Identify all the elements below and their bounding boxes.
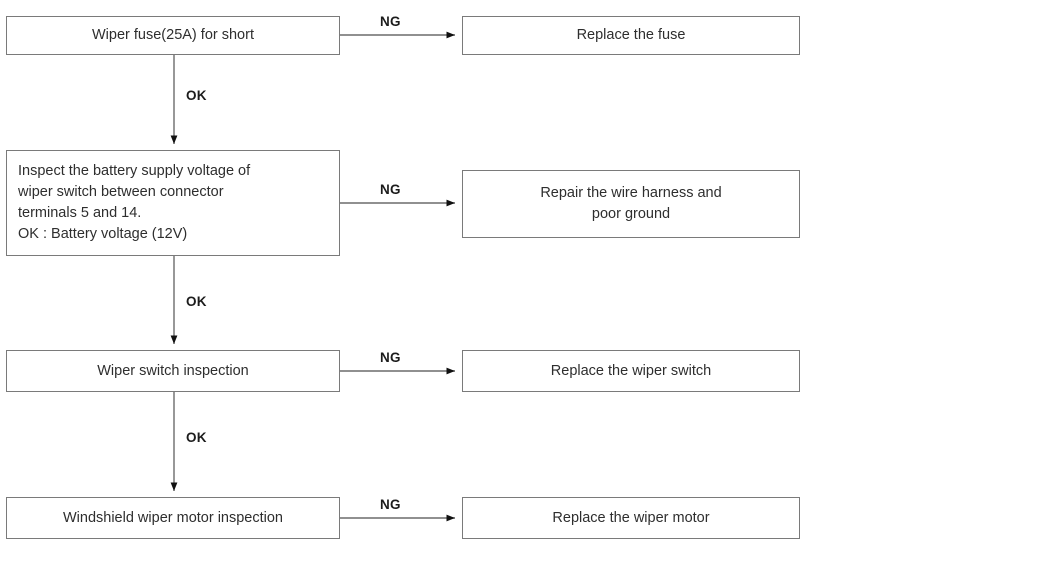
node-wiper-motor-inspection[interactable]: Windshield wiper motor inspection [6, 497, 340, 539]
node-wiper-switch-inspection[interactable]: Wiper switch inspection [6, 350, 340, 392]
edge-label-ok-voltage: OK [186, 294, 207, 309]
edge-label-ng-switch: NG [380, 350, 401, 365]
node-replace-wiper-switch[interactable]: Replace the wiper switch [462, 350, 800, 392]
edge-label-ng-voltage: NG [380, 182, 401, 197]
edge-label-ok-switch: OK [186, 430, 207, 445]
edge-label-ng-motor: NG [380, 497, 401, 512]
edge-label-ng-fuse: NG [380, 14, 401, 29]
node-repair-harness[interactable]: Repair the wire harness and poor ground [462, 170, 800, 238]
node-wiper-fuse-check[interactable]: Wiper fuse(25A) for short [6, 16, 340, 55]
edge-label-ok-fuse: OK [186, 88, 207, 103]
node-replace-wiper-motor[interactable]: Replace the wiper motor [462, 497, 800, 539]
node-battery-voltage-check[interactable]: Inspect the battery supply voltage of wi… [6, 150, 340, 256]
node-replace-fuse[interactable]: Replace the fuse [462, 16, 800, 55]
